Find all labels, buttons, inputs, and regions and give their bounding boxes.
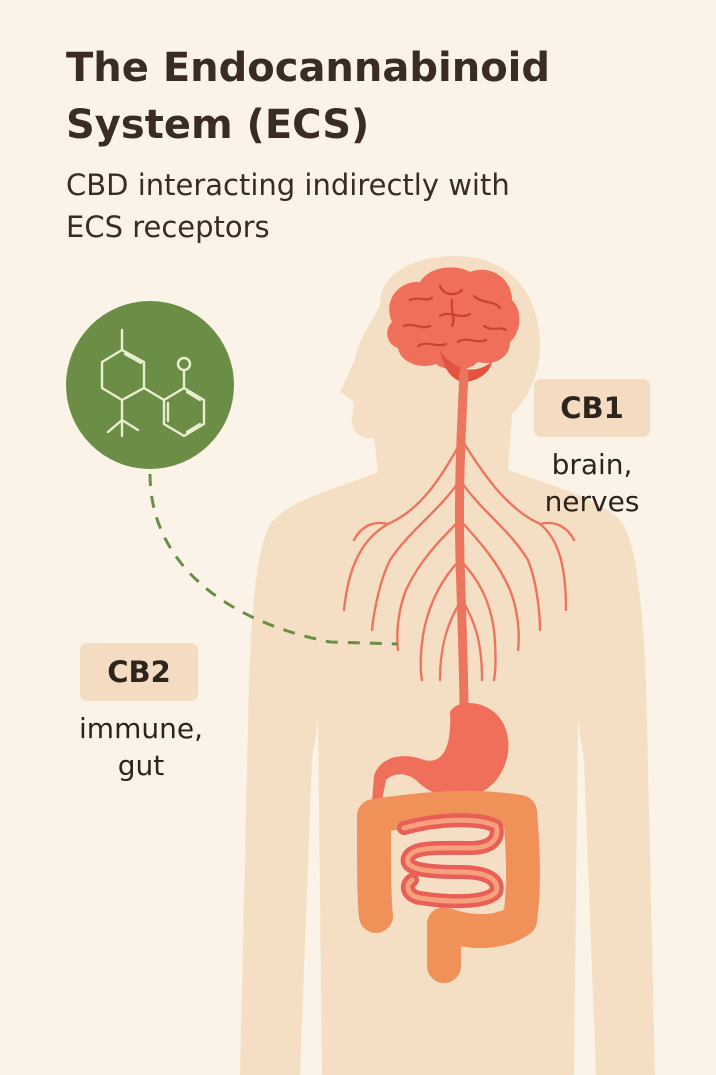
subtitle-line-2: ECS receptors: [66, 210, 270, 244]
cb2-location-line-2: gut: [117, 749, 165, 782]
head-shape: [240, 256, 655, 1075]
brain-icon: [387, 267, 520, 382]
title-line-1: The Endocannabinoid: [66, 45, 551, 91]
cb2-receptor-description: immune, gut: [66, 710, 216, 784]
cb1-receptor-badge: CB1: [534, 379, 650, 437]
cb1-receptor-description: brain, nerves: [520, 446, 664, 520]
subtitle-line-1: CBD interacting indirectly with: [66, 168, 510, 202]
cbd-molecule-icon: [66, 301, 234, 469]
page-subtitle: CBD interacting indirectly with ECS rece…: [66, 164, 666, 248]
title-line-2: System (ECS): [66, 102, 370, 148]
cb2-receptor-badge: CB2: [80, 643, 198, 701]
page-title: The Endocannabinoid System (ECS): [66, 40, 666, 154]
cb1-location-line-2: nerves: [544, 485, 640, 518]
stomach-icon: [372, 703, 509, 802]
nervous-system-icon: [342, 367, 576, 717]
cb2-location-line-1: immune,: [79, 712, 203, 745]
human-body-silhouette: [240, 256, 655, 1075]
cb1-location-line-1: brain,: [551, 448, 633, 481]
intestines-icon: [357, 790, 540, 983]
